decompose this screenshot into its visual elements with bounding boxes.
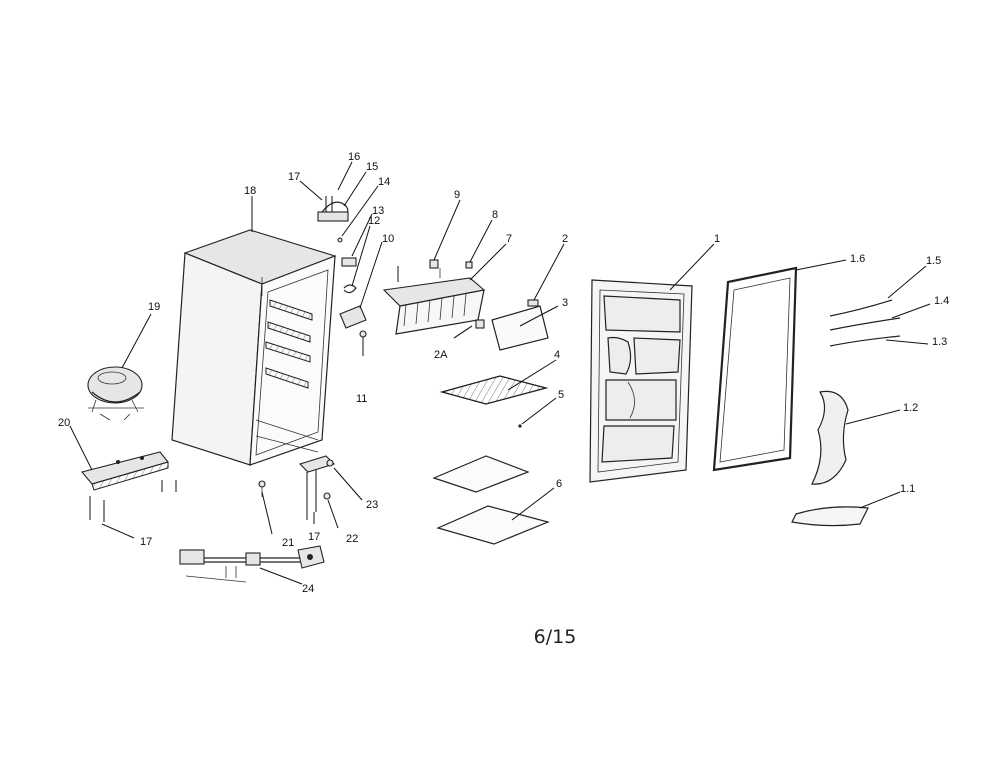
part-label-17-top: 17 bbox=[288, 171, 300, 183]
part-label-17-bottom: 17 bbox=[308, 531, 320, 543]
part-label-4: 4 bbox=[554, 349, 560, 361]
thermostat-assembly-part bbox=[317, 196, 367, 356]
part-label-1-6: 1.6 bbox=[850, 253, 865, 265]
door-liner-part bbox=[589, 279, 693, 483]
base-plate-part bbox=[81, 451, 177, 492]
part-label-20: 20 bbox=[58, 417, 70, 429]
cabinet-part bbox=[171, 229, 337, 466]
power-cord-part bbox=[179, 545, 325, 583]
part-label-1-4: 1.4 bbox=[934, 295, 949, 307]
part-label-1-2: 1.2 bbox=[903, 402, 918, 414]
leader-lines bbox=[69, 161, 931, 585]
part-label-19: 19 bbox=[148, 301, 160, 313]
part-label-9: 9 bbox=[454, 189, 460, 201]
part-label-1-1: 1.1 bbox=[900, 483, 915, 495]
compressor-part bbox=[87, 366, 144, 421]
part-label-3: 3 bbox=[562, 297, 568, 309]
part-labels: 1 1.1 1.2 1.3 1.4 1.5 1.6 2 2A 3 4 5 6 7… bbox=[58, 151, 949, 595]
part-label-5: 5 bbox=[558, 389, 564, 401]
part-label-16: 16 bbox=[348, 151, 360, 163]
leveling-foot-part bbox=[258, 480, 266, 497]
part-label-18: 18 bbox=[244, 185, 256, 197]
page-number: 6/15 bbox=[533, 626, 577, 648]
screws-part bbox=[89, 496, 105, 522]
part-label-12: 12 bbox=[368, 215, 380, 227]
door-parts bbox=[791, 299, 901, 527]
part-label-17-left: 17 bbox=[140, 536, 152, 548]
part-label-7: 7 bbox=[506, 233, 512, 245]
drip-tray-part bbox=[453, 299, 549, 351]
wire-shelf-part bbox=[439, 375, 549, 405]
door-rack-part bbox=[382, 259, 486, 335]
part-label-14: 14 bbox=[378, 176, 390, 188]
part-label-13: 13 bbox=[372, 205, 384, 217]
part-label-2a: 2A bbox=[434, 349, 448, 361]
door-gasket-part bbox=[712, 266, 798, 472]
part-label-1-5: 1.5 bbox=[926, 255, 941, 267]
glass-shelf-part bbox=[432, 424, 550, 545]
part-label-15: 15 bbox=[366, 161, 378, 173]
part-label-21: 21 bbox=[282, 537, 294, 549]
part-label-8: 8 bbox=[492, 209, 498, 221]
part-label-11: 11 bbox=[356, 393, 367, 405]
part-label-24: 24 bbox=[302, 583, 314, 595]
part-label-1: 1 bbox=[714, 233, 720, 245]
part-label-10: 10 bbox=[382, 233, 394, 245]
part-label-2: 2 bbox=[562, 233, 568, 245]
bracket-screws-part bbox=[298, 455, 336, 520]
part-label-1-3: 1.3 bbox=[932, 336, 947, 348]
part-label-23: 23 bbox=[366, 499, 378, 511]
part-label-6: 6 bbox=[556, 478, 562, 490]
part-label-22: 22 bbox=[346, 533, 358, 545]
